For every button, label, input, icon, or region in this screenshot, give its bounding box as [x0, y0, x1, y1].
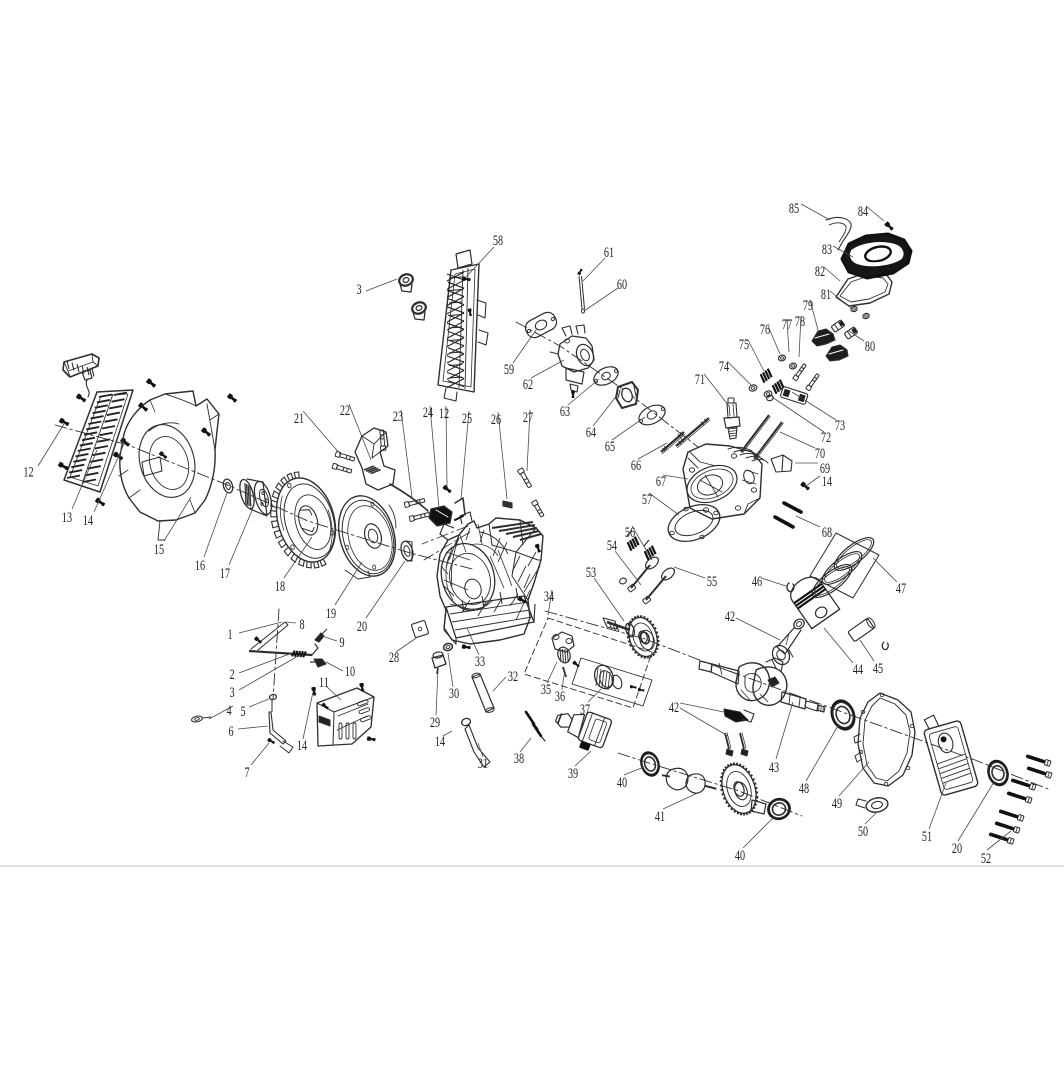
svg-text:22: 22 — [340, 403, 350, 419]
svg-text:9: 9 — [339, 635, 344, 651]
svg-text:7: 7 — [244, 765, 249, 781]
svg-text:17: 17 — [220, 566, 230, 582]
svg-text:57: 57 — [642, 492, 652, 508]
svg-text:24: 24 — [423, 405, 434, 421]
svg-text:52: 52 — [981, 851, 991, 867]
svg-text:25: 25 — [462, 411, 472, 427]
svg-text:10: 10 — [345, 664, 355, 680]
svg-text:44: 44 — [853, 662, 864, 678]
svg-text:62: 62 — [523, 377, 533, 393]
svg-text:80: 80 — [865, 339, 875, 355]
svg-text:3: 3 — [356, 282, 361, 298]
svg-text:20: 20 — [952, 841, 962, 857]
svg-text:35: 35 — [541, 682, 551, 698]
svg-text:65: 65 — [605, 439, 615, 455]
svg-text:42: 42 — [725, 609, 735, 625]
svg-text:60: 60 — [617, 277, 627, 293]
svg-text:59: 59 — [504, 362, 514, 378]
svg-text:49: 49 — [832, 796, 842, 812]
svg-text:20: 20 — [357, 619, 367, 635]
svg-text:11: 11 — [319, 675, 329, 691]
svg-text:13: 13 — [62, 510, 72, 526]
svg-text:41: 41 — [655, 809, 665, 825]
svg-text:27: 27 — [523, 410, 533, 426]
svg-text:77: 77 — [782, 317, 792, 333]
svg-text:63: 63 — [560, 404, 570, 420]
svg-text:55: 55 — [707, 574, 717, 590]
svg-text:26: 26 — [491, 412, 501, 428]
svg-text:12: 12 — [23, 465, 33, 481]
svg-text:56: 56 — [625, 525, 635, 541]
svg-text:79: 79 — [803, 298, 813, 314]
svg-text:45: 45 — [873, 661, 883, 677]
svg-text:14: 14 — [83, 513, 94, 529]
svg-text:40: 40 — [617, 775, 627, 791]
svg-text:48: 48 — [799, 781, 809, 797]
svg-text:32: 32 — [508, 669, 518, 685]
svg-text:76: 76 — [760, 322, 770, 338]
svg-text:71: 71 — [695, 372, 705, 388]
svg-text:61: 61 — [604, 245, 614, 261]
svg-text:14: 14 — [435, 734, 446, 750]
svg-text:72: 72 — [821, 430, 831, 446]
svg-text:81: 81 — [821, 287, 831, 303]
svg-text:34: 34 — [544, 589, 555, 605]
svg-text:67: 67 — [656, 474, 666, 490]
svg-text:82: 82 — [815, 264, 825, 280]
svg-text:31: 31 — [478, 756, 488, 772]
svg-text:8: 8 — [299, 617, 304, 633]
svg-text:50: 50 — [858, 824, 868, 840]
svg-text:6: 6 — [228, 724, 233, 740]
svg-text:1: 1 — [227, 627, 232, 643]
svg-text:58: 58 — [493, 233, 503, 249]
svg-text:14: 14 — [822, 474, 833, 490]
svg-text:75: 75 — [739, 337, 749, 353]
svg-text:85: 85 — [789, 201, 799, 217]
svg-text:73: 73 — [835, 418, 845, 434]
svg-text:4: 4 — [226, 703, 232, 719]
svg-text:42: 42 — [669, 700, 679, 716]
svg-text:21: 21 — [294, 411, 304, 427]
svg-text:2: 2 — [229, 667, 234, 683]
svg-text:70: 70 — [815, 446, 825, 462]
svg-text:84: 84 — [858, 204, 869, 220]
svg-text:54: 54 — [607, 538, 618, 554]
svg-text:3: 3 — [229, 685, 234, 701]
svg-text:43: 43 — [769, 760, 779, 776]
svg-text:64: 64 — [586, 425, 597, 441]
svg-text:39: 39 — [568, 766, 578, 782]
svg-text:18: 18 — [275, 579, 285, 595]
svg-text:15: 15 — [154, 542, 164, 558]
svg-text:66: 66 — [631, 458, 641, 474]
svg-text:19: 19 — [326, 606, 336, 622]
svg-text:37: 37 — [580, 702, 590, 718]
svg-text:68: 68 — [822, 525, 832, 541]
svg-text:74: 74 — [719, 359, 730, 375]
svg-text:5: 5 — [240, 704, 245, 720]
svg-text:30: 30 — [449, 686, 459, 702]
svg-text:29: 29 — [430, 715, 440, 731]
svg-text:12: 12 — [439, 406, 449, 422]
svg-text:53: 53 — [586, 565, 596, 581]
svg-text:51: 51 — [922, 829, 932, 845]
svg-text:83: 83 — [822, 242, 832, 258]
svg-text:46: 46 — [752, 574, 762, 590]
svg-text:40: 40 — [735, 848, 745, 864]
svg-text:28: 28 — [389, 650, 399, 666]
svg-text:23: 23 — [393, 409, 403, 425]
svg-text:38: 38 — [514, 751, 524, 767]
svg-text:78: 78 — [795, 314, 805, 330]
svg-text:36: 36 — [555, 689, 565, 705]
svg-text:33: 33 — [475, 654, 485, 670]
svg-text:16: 16 — [195, 558, 205, 574]
svg-text:47: 47 — [896, 581, 906, 597]
svg-text:14: 14 — [297, 738, 308, 754]
